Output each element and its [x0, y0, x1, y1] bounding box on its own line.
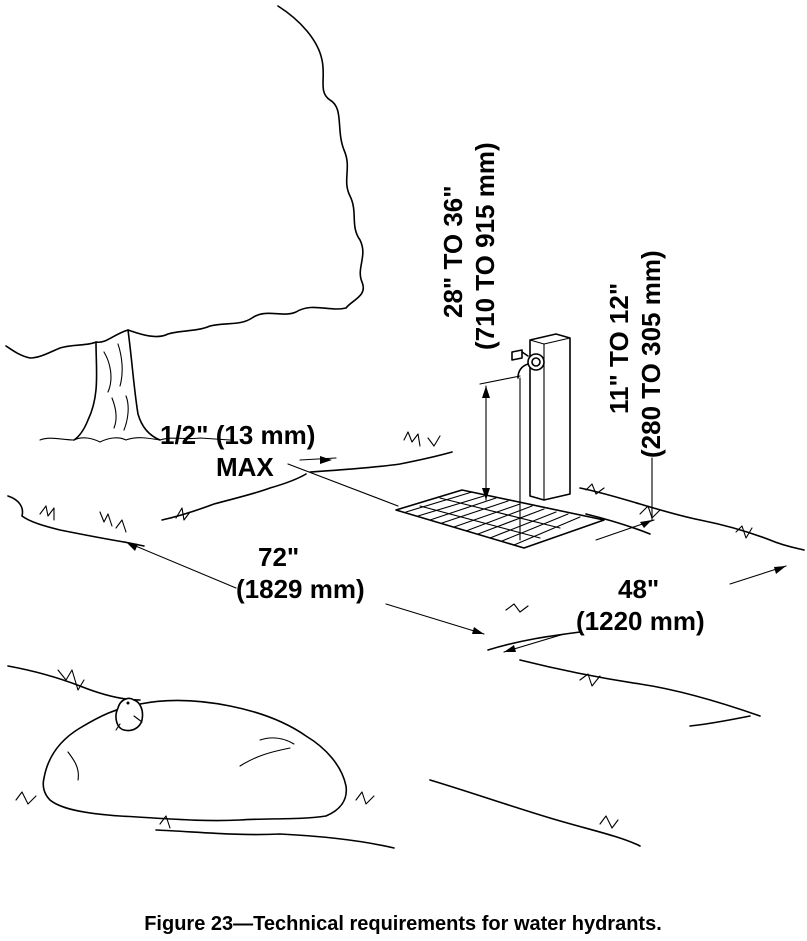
hydrant-post — [529, 333, 571, 501]
dim-hydrant-offset: 11" TO 12" (280 TO 305 mm) — [604, 250, 666, 458]
tree-trunk — [39, 329, 231, 443]
dim-grate-gap-line2: MAX — [216, 452, 274, 482]
svg-text:11" TO 12": 11" TO 12" — [604, 283, 634, 414]
dim-spout-height-line2: (710 TO 915 mm) — [470, 142, 500, 350]
drain-grate — [395, 489, 605, 549]
figure-caption: Figure 23—Technical requirements for wat… — [144, 913, 662, 935]
svg-text:28" TO 36": 28" TO 36" — [438, 185, 468, 318]
dim-hydrant-offset-line1: 11" TO 12" — [604, 283, 634, 414]
dim-pad-length-line2: (1829 mm) — [236, 574, 365, 604]
svg-text:(280 TO 305 mm): (280 TO 305 mm) — [636, 250, 666, 458]
svg-text:(710 TO 915 mm): (710 TO 915 mm) — [470, 142, 500, 350]
dim-grate-gap-line1: 1/2" (13 mm) — [160, 420, 315, 450]
dim-pad-width-line2: (1220 mm) — [576, 606, 705, 636]
dimension-lines — [125, 375, 787, 653]
tree-canopy — [5, 5, 365, 359]
rock — [42, 699, 348, 822]
dim-pad-width-line1: 48" — [618, 574, 659, 604]
dim-pad-length-line1: 72" — [258, 542, 299, 572]
dim-spout-height-line1: 28" TO 36" — [438, 185, 468, 318]
ground-lines — [7, 431, 805, 849]
frog-icon — [115, 697, 144, 732]
dim-spout-height: 28" TO 36" (710 TO 915 mm) — [438, 142, 500, 350]
dim-hydrant-offset-line2: (280 TO 305 mm) — [636, 250, 666, 458]
